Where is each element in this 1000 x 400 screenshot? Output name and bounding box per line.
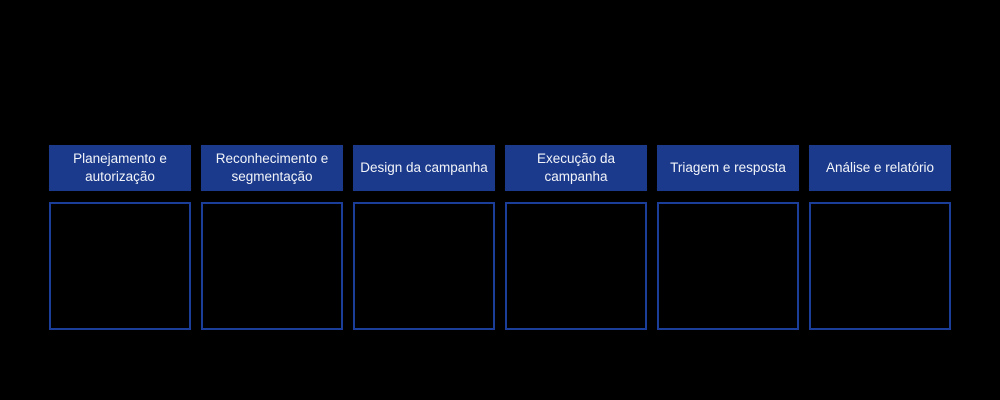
stage-column-planejamento: Planejamento e autorização (49, 145, 191, 330)
stage-header-execucao: Execução da campanha (505, 145, 647, 191)
stage-content-box-design (353, 202, 495, 330)
stage-label: Execução da campanha (536, 151, 616, 184)
process-stages-row: Planejamento e autorização Reconheciment… (49, 145, 951, 330)
stage-content-box-reconhecimento (201, 202, 343, 330)
stage-content-box-planejamento (49, 202, 191, 330)
stage-label: Triagem e resposta (670, 160, 786, 176)
stage-content-box-execucao (505, 202, 647, 330)
stage-column-analise: Análise e relatório (809, 145, 951, 330)
stage-header-reconhecimento: Reconhecimento e segmentação (201, 145, 343, 191)
stage-content-box-triagem (657, 202, 799, 330)
stage-header-triagem: Triagem e resposta (657, 145, 799, 191)
stage-column-reconhecimento: Reconhecimento e segmentação (201, 145, 343, 330)
stage-column-execucao: Execução da campanha (505, 145, 647, 330)
stage-label: Planejamento e autorização (73, 151, 167, 184)
stage-label: Reconhecimento e segmentação (215, 151, 329, 184)
stage-column-triagem: Triagem e resposta (657, 145, 799, 330)
stage-content-box-analise (809, 202, 951, 330)
stage-header-design: Design da campanha (353, 145, 495, 191)
stage-column-design: Design da campanha (353, 145, 495, 330)
stage-label: Análise e relatório (825, 160, 935, 176)
stage-label: Design da campanha (360, 160, 488, 176)
stage-header-planejamento: Planejamento e autorização (49, 145, 191, 191)
stage-header-analise: Análise e relatório (809, 145, 951, 191)
